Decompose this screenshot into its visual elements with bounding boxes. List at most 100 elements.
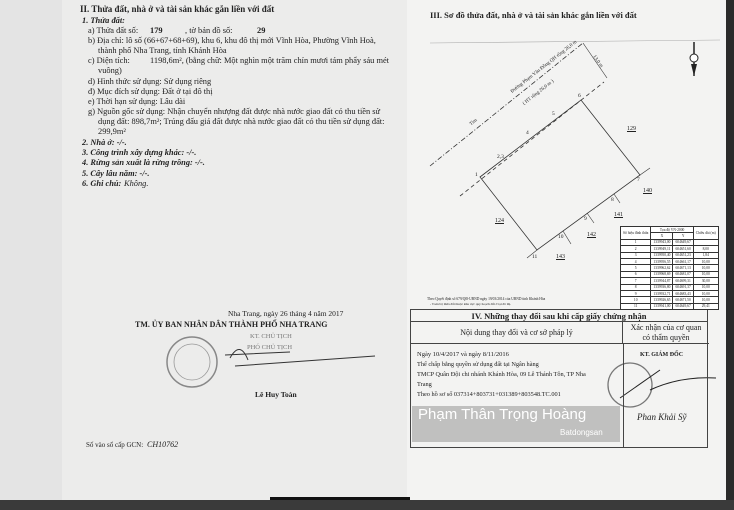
signer-name: Lê Huy Toàn <box>255 390 297 399</box>
notes-value: Không. <box>124 179 149 188</box>
origin-line-3: 299,9m² <box>98 127 126 136</box>
watermark-band <box>412 406 620 442</box>
table-cell: 604699,31 <box>672 277 694 285</box>
change-content: Ngày 10/4/2017 và ngày 8/11/2016 Thế chấ… <box>417 350 595 400</box>
section-3-title: III. Sơ đồ thửa đất, nhà ở và tài sản kh… <box>430 10 637 20</box>
stamp-icon <box>607 362 653 408</box>
use-purpose: đ) Mục đích sử dụng: Đất ở tại đô thị <box>88 87 213 96</box>
header-length: Chiều dài (m) <box>692 226 719 240</box>
table-cell: 6 <box>619 270 652 279</box>
signature-icon <box>619 369 717 399</box>
point-2-3: 2,3 <box>497 154 504 160</box>
table-cell: 29,41 <box>692 302 719 311</box>
point-9: 9 <box>584 216 587 222</box>
use-term: e) Thời hạn sử dụng: Lâu dài <box>88 97 186 106</box>
origin-line-2: dụng đất: 898,7m²; Trúng đấu giá đất đượ… <box>98 117 385 126</box>
table-cell: 10,00 <box>692 270 719 279</box>
watermark-name: Phạm Thân Trọng Hoàng <box>418 406 587 423</box>
table-cell: 1339932,71 <box>650 289 674 298</box>
parcel-number: 179 <box>150 26 163 35</box>
table-cell: 10,00 <box>692 257 719 266</box>
neighbor-141: 141 <box>614 212 623 218</box>
point-11: 11 <box>532 254 538 260</box>
signing-date: Nha Trang, ngày 26 tháng 4 năm 2017 <box>228 309 344 318</box>
header-point: Số hiệu đỉnh thửa <box>619 226 652 240</box>
register-label: Số vào sổ cấp GCN: <box>86 441 144 449</box>
perennial-item: 5. Cây lâu năm: -/-. <box>82 169 150 178</box>
change-line-1: Ngày 10/4/2017 và ngày 8/11/2016 <box>417 351 509 358</box>
column-content-header: Nội dung thay đổi và cơ sở pháp lý <box>411 322 623 344</box>
table-cell: 7 <box>619 277 652 285</box>
map-label: , tờ bản đồ số: <box>185 26 233 35</box>
area-line-2: vuông) <box>98 66 122 75</box>
area-label: c) Diện tích: <box>88 56 130 65</box>
point-1: 1 <box>475 172 478 178</box>
point-5: 5 <box>552 111 555 117</box>
land-heading: 1. Thửa đất: <box>82 16 125 25</box>
confirm-signer: Phan Khải Sỹ <box>637 412 687 422</box>
table-cell: 8 <box>619 283 652 291</box>
column-divider <box>623 344 624 448</box>
change-line-2: Thế chấp bằng quyền sử dụng đất tại Ngân… <box>417 361 539 368</box>
table-cell: 9 <box>619 289 652 298</box>
table-cell: 604683,43 <box>672 289 694 298</box>
table-cell: 604671,13 <box>672 264 694 272</box>
neighbor-129: 129 <box>627 126 636 132</box>
changes-box: IV. Những thay đổi sau khi cấp giấy chứn… <box>410 309 709 448</box>
edge-shadow <box>726 0 734 510</box>
on-behalf: KT. CHỦ TỊCH <box>250 333 292 340</box>
diagram-note: Theo Quyết định số 679/QĐ-UBND ngày 19/0… <box>427 297 546 301</box>
table-cell: 604649,67 <box>672 302 694 311</box>
point-7: 7 <box>637 177 640 183</box>
change-line-4: Theo hồ sơ số 037314+803731+031389+80354… <box>417 391 561 398</box>
notes-label: 6. Ghi chú: <box>82 179 122 188</box>
table-cell: 10,00 <box>692 289 719 298</box>
table-cell: 30,00 <box>692 277 719 285</box>
signing-authority: TM. ỦY BAN NHÂN DÂN THÀNH PHỐ NHA TRANG <box>135 320 328 329</box>
table-cell: 4 <box>619 257 652 266</box>
table-cell: 604691,37 <box>672 283 694 291</box>
position: PHÓ CHỦ TỊCH <box>247 344 293 351</box>
table-cell: 604661,17 <box>672 257 694 266</box>
watermark-brand: Batdongsan <box>560 428 603 437</box>
table-cell: 604681,07 <box>672 270 694 279</box>
map-number: 29 <box>257 26 266 35</box>
table-cell: 10,00 <box>692 283 719 291</box>
table-cell: 11 <box>619 302 652 311</box>
address-line-1: b) Địa chỉ: lô số (66+67+68+69), khu 6, … <box>88 36 376 45</box>
point-8: 8 <box>611 197 614 203</box>
diagram-note-2: - Toàn bộ thửa đất thuộc khu vực quy hoạ… <box>430 302 512 306</box>
column-confirm-header: Xác nhận của cơ quan có thẩm quyền <box>623 322 709 344</box>
point-6: 6 <box>578 93 581 99</box>
point-4: 4 <box>526 130 529 136</box>
table-cell: 5 <box>619 264 652 272</box>
table-cell: 10 <box>619 296 652 304</box>
change-line-3: TMCP Quân Đội chi nhánh Khánh Hòa, 09 Lê… <box>417 371 586 388</box>
section-4-title: IV. Những thay đổi sau khi cấp giấy chứn… <box>411 310 707 322</box>
stamp-icon <box>166 336 218 388</box>
signature-icon <box>224 349 376 367</box>
address-line-2: thành phố Nha Trang, tỉnh Khánh Hòa <box>98 46 227 55</box>
origin-line-1: g) Nguồn gốc sử dụng: Nhận chuyển nhượng… <box>88 107 381 116</box>
use-form: d) Hình thức sử dụng: Sử dụng riêng <box>88 77 212 86</box>
confirm-title: KT. GIÁM ĐỐC <box>640 352 684 358</box>
table-cell: 10,00 <box>692 264 719 272</box>
parcel-label: a) Thửa đất số: <box>88 26 139 35</box>
table-cell: 1,84 <box>692 251 719 259</box>
north-arrow-icon <box>689 42 699 76</box>
neighbor-140: 140 <box>643 188 652 194</box>
neighbor-124: 124 <box>495 218 504 224</box>
bottom-edge <box>0 500 734 510</box>
forest-item: 4. Rừng sản xuất là rừng trồng: -/-. <box>82 158 205 167</box>
